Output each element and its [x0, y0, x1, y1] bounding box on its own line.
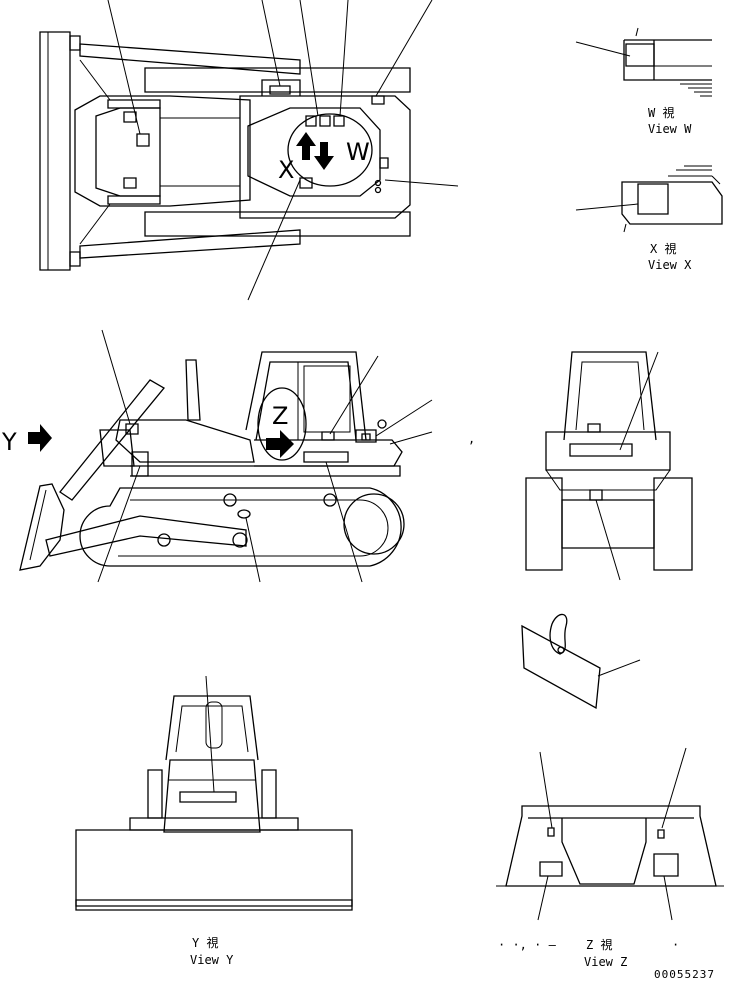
view-w-caption-jp: W 視 [648, 106, 675, 120]
view-w-caption-en: View W [648, 122, 692, 136]
view-z-detail [496, 748, 724, 920]
top-plan-view [40, 0, 458, 300]
view-x-caption-en: View X [648, 258, 692, 272]
drawing-number: 00055237 [654, 968, 715, 981]
view-z-suffix-mark: · [672, 938, 680, 952]
view-z-prefix-marks: · ·, · – [498, 938, 556, 952]
tag-detail [522, 614, 640, 708]
view-x-detail [576, 166, 722, 232]
side-elevation-view [20, 330, 432, 582]
view-z-caption-jp: Z 視 [586, 938, 613, 952]
marker-w: W [346, 138, 370, 166]
view-x-caption-jp: X 視 [650, 242, 677, 256]
marker-z: Z [272, 402, 289, 430]
view-y-caption-en: View Y [190, 953, 234, 967]
view-z-caption-en: View Z [584, 955, 628, 969]
view-y-caption-jp: Y 視 [192, 936, 219, 950]
marker-x: X [278, 156, 295, 184]
view-w-detail [576, 28, 712, 96]
marker-y: Y [2, 428, 17, 456]
rear-view [526, 352, 692, 580]
view-y-front [76, 676, 352, 910]
stray-comma: , [468, 432, 476, 446]
